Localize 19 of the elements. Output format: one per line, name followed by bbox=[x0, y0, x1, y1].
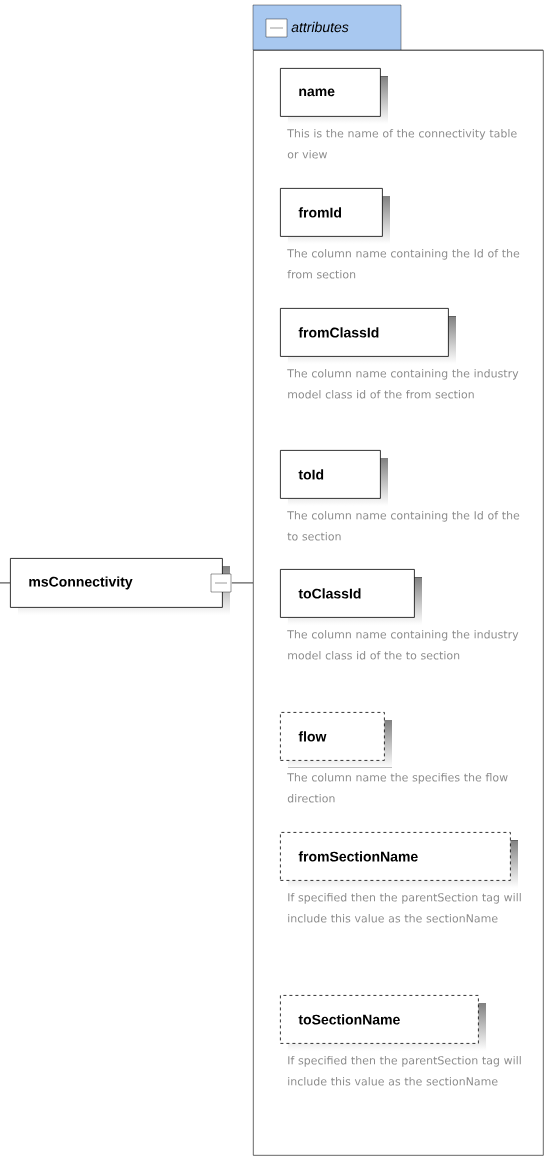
description-text: If specified then the parentSection tag will include this value as the sectionName bbox=[288, 1056, 521, 1086]
attribute-box: name bbox=[280, 68, 388, 124]
description-text: The column name containing the Id of the from section bbox=[287, 249, 520, 279]
description-text: The column name containing the Id of the to section bbox=[287, 511, 520, 541]
attribute-box: fromSectionName bbox=[280, 832, 518, 888]
connector-line bbox=[231, 582, 254, 584]
attribute-box: flow bbox=[280, 712, 392, 768]
description-text: The column name containing the industry model class id of the to section bbox=[287, 630, 519, 660]
attribute-box: toSectionName bbox=[280, 995, 486, 1051]
attribute-box: toClassId bbox=[280, 569, 422, 625]
description-text: If specified then the parentSection tag will include this value as the sectionName bbox=[288, 893, 521, 923]
description-text: The column name containing the industry model class id of the from section bbox=[287, 369, 519, 399]
attribute-box: fromClassId bbox=[280, 308, 456, 364]
description-text: This is the name of the connectivity table or view bbox=[287, 129, 517, 159]
connector-line bbox=[0, 582, 11, 584]
attribute-box: fromId bbox=[280, 188, 390, 244]
attribute-box: toId bbox=[280, 450, 388, 506]
element-box: msConnectivity bbox=[10, 558, 230, 615]
description-text: The column name the specifies the flow direction bbox=[287, 773, 508, 803]
